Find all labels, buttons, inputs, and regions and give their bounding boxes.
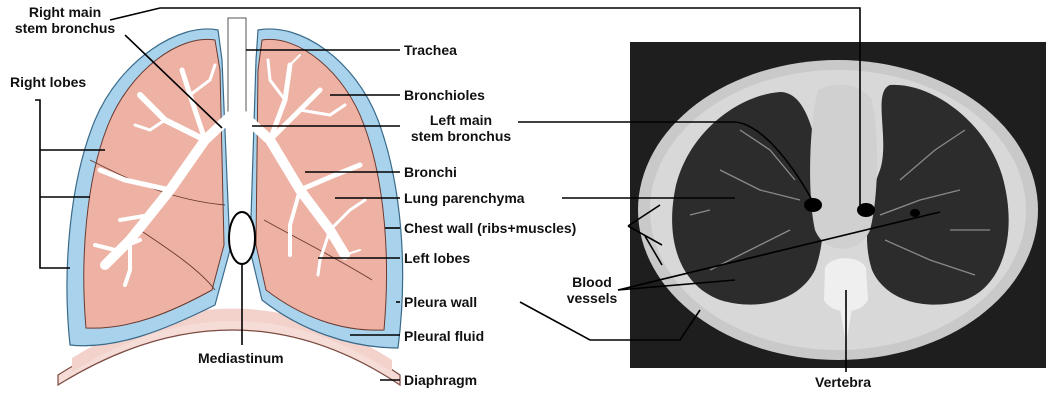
label-lung-parenchyma: Lung parenchyma — [404, 190, 525, 206]
label-chest-wall: Chest wall (ribs+muscles) — [404, 220, 576, 236]
lung-diagram — [58, 18, 403, 385]
label-left-main-stem-bronchus-line2: stem bronchus — [402, 128, 520, 144]
label-blood-vessels-line1: Blood — [562, 274, 622, 290]
ct-airway-right — [804, 198, 822, 212]
label-trachea: Trachea — [404, 42, 457, 58]
label-blood-vessels: Blood vessels — [562, 274, 622, 306]
label-left-main-stem-bronchus-line1: Left main — [402, 112, 520, 128]
ct-mediastinum — [810, 85, 877, 249]
label-pleural-fluid: Pleural fluid — [404, 328, 484, 344]
ct-scan — [630, 42, 1046, 368]
label-left-lobes: Left lobes — [404, 250, 470, 266]
right-lung — [84, 39, 224, 328]
label-mediastinum: Mediastinum — [198, 350, 284, 366]
label-diaphragm: Diaphragm — [404, 372, 477, 388]
label-right-main-stem-bronchus: Right main stem bronchus — [6, 4, 124, 36]
left-lung — [256, 39, 387, 330]
label-left-main-stem-bronchus: Left main stem bronchus — [402, 112, 520, 144]
label-bronchi: Bronchi — [404, 164, 457, 180]
label-pleura-wall: Pleura wall — [404, 294, 477, 310]
label-vertebra: Vertebra — [815, 374, 871, 390]
label-right-lobes: Right lobes — [10, 74, 86, 90]
mediastinum-ellipse — [229, 212, 255, 264]
label-blood-vessels-line2: vessels — [562, 290, 622, 306]
ct-airway-left — [857, 203, 875, 217]
label-bronchioles: Bronchioles — [404, 87, 485, 103]
label-right-main-stem-bronchus-line1: Right main — [6, 4, 124, 20]
trachea-tube — [228, 18, 246, 113]
ct-airway-small — [910, 209, 920, 217]
label-right-main-stem-bronchus-line2: stem bronchus — [6, 20, 124, 36]
